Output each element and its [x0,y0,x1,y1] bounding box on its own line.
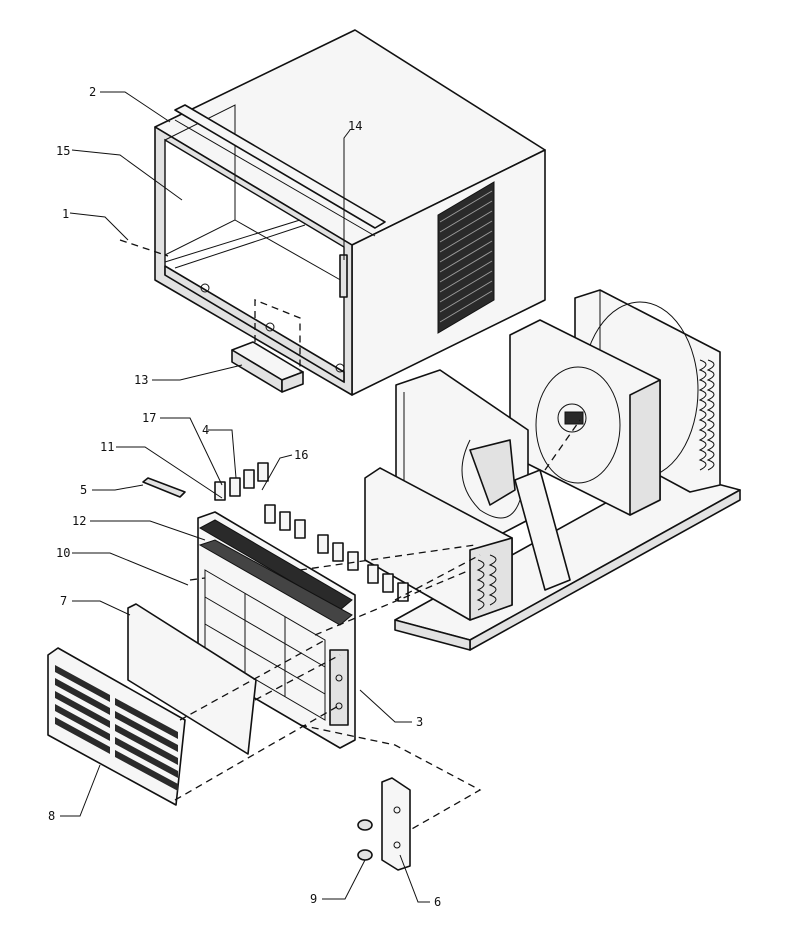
mounting-bracket [381,777,411,871]
callout-15: 15 [56,144,70,158]
clip-brackets [214,462,409,602]
front-grille [47,647,186,806]
callout-3: 3 [416,715,423,729]
callout-12: 12 [72,514,86,528]
callout-17: 17 [142,411,156,425]
callout-13: 13 [134,373,148,387]
callout-6: 6 [434,895,441,909]
control-box [514,469,571,591]
callout-10: 10 [56,546,70,560]
callout-11: 11 [100,440,114,454]
callout-8: 8 [48,809,55,823]
callout-labels: 2 15 1 14 13 17 4 11 16 5 12 10 7 3 8 9 … [48,85,441,909]
callout-1: 1 [62,207,69,221]
assembly-dashes [119,239,581,831]
foam-block [231,341,304,393]
callout-5: 5 [80,483,87,497]
callout-16: 16 [294,448,308,462]
screws [357,819,373,861]
side-seal-strip [339,254,348,298]
callout-2: 2 [89,85,96,99]
callout-14: 14 [348,119,362,133]
air-filter [127,603,257,755]
leader-lines [60,91,430,903]
evaporator-coil [364,467,513,621]
cabinet [154,29,546,396]
rod-part [142,477,186,498]
callout-7: 7 [60,594,67,608]
callout-4: 4 [202,423,209,437]
front-panel [197,511,356,749]
callout-9: 9 [310,892,317,906]
